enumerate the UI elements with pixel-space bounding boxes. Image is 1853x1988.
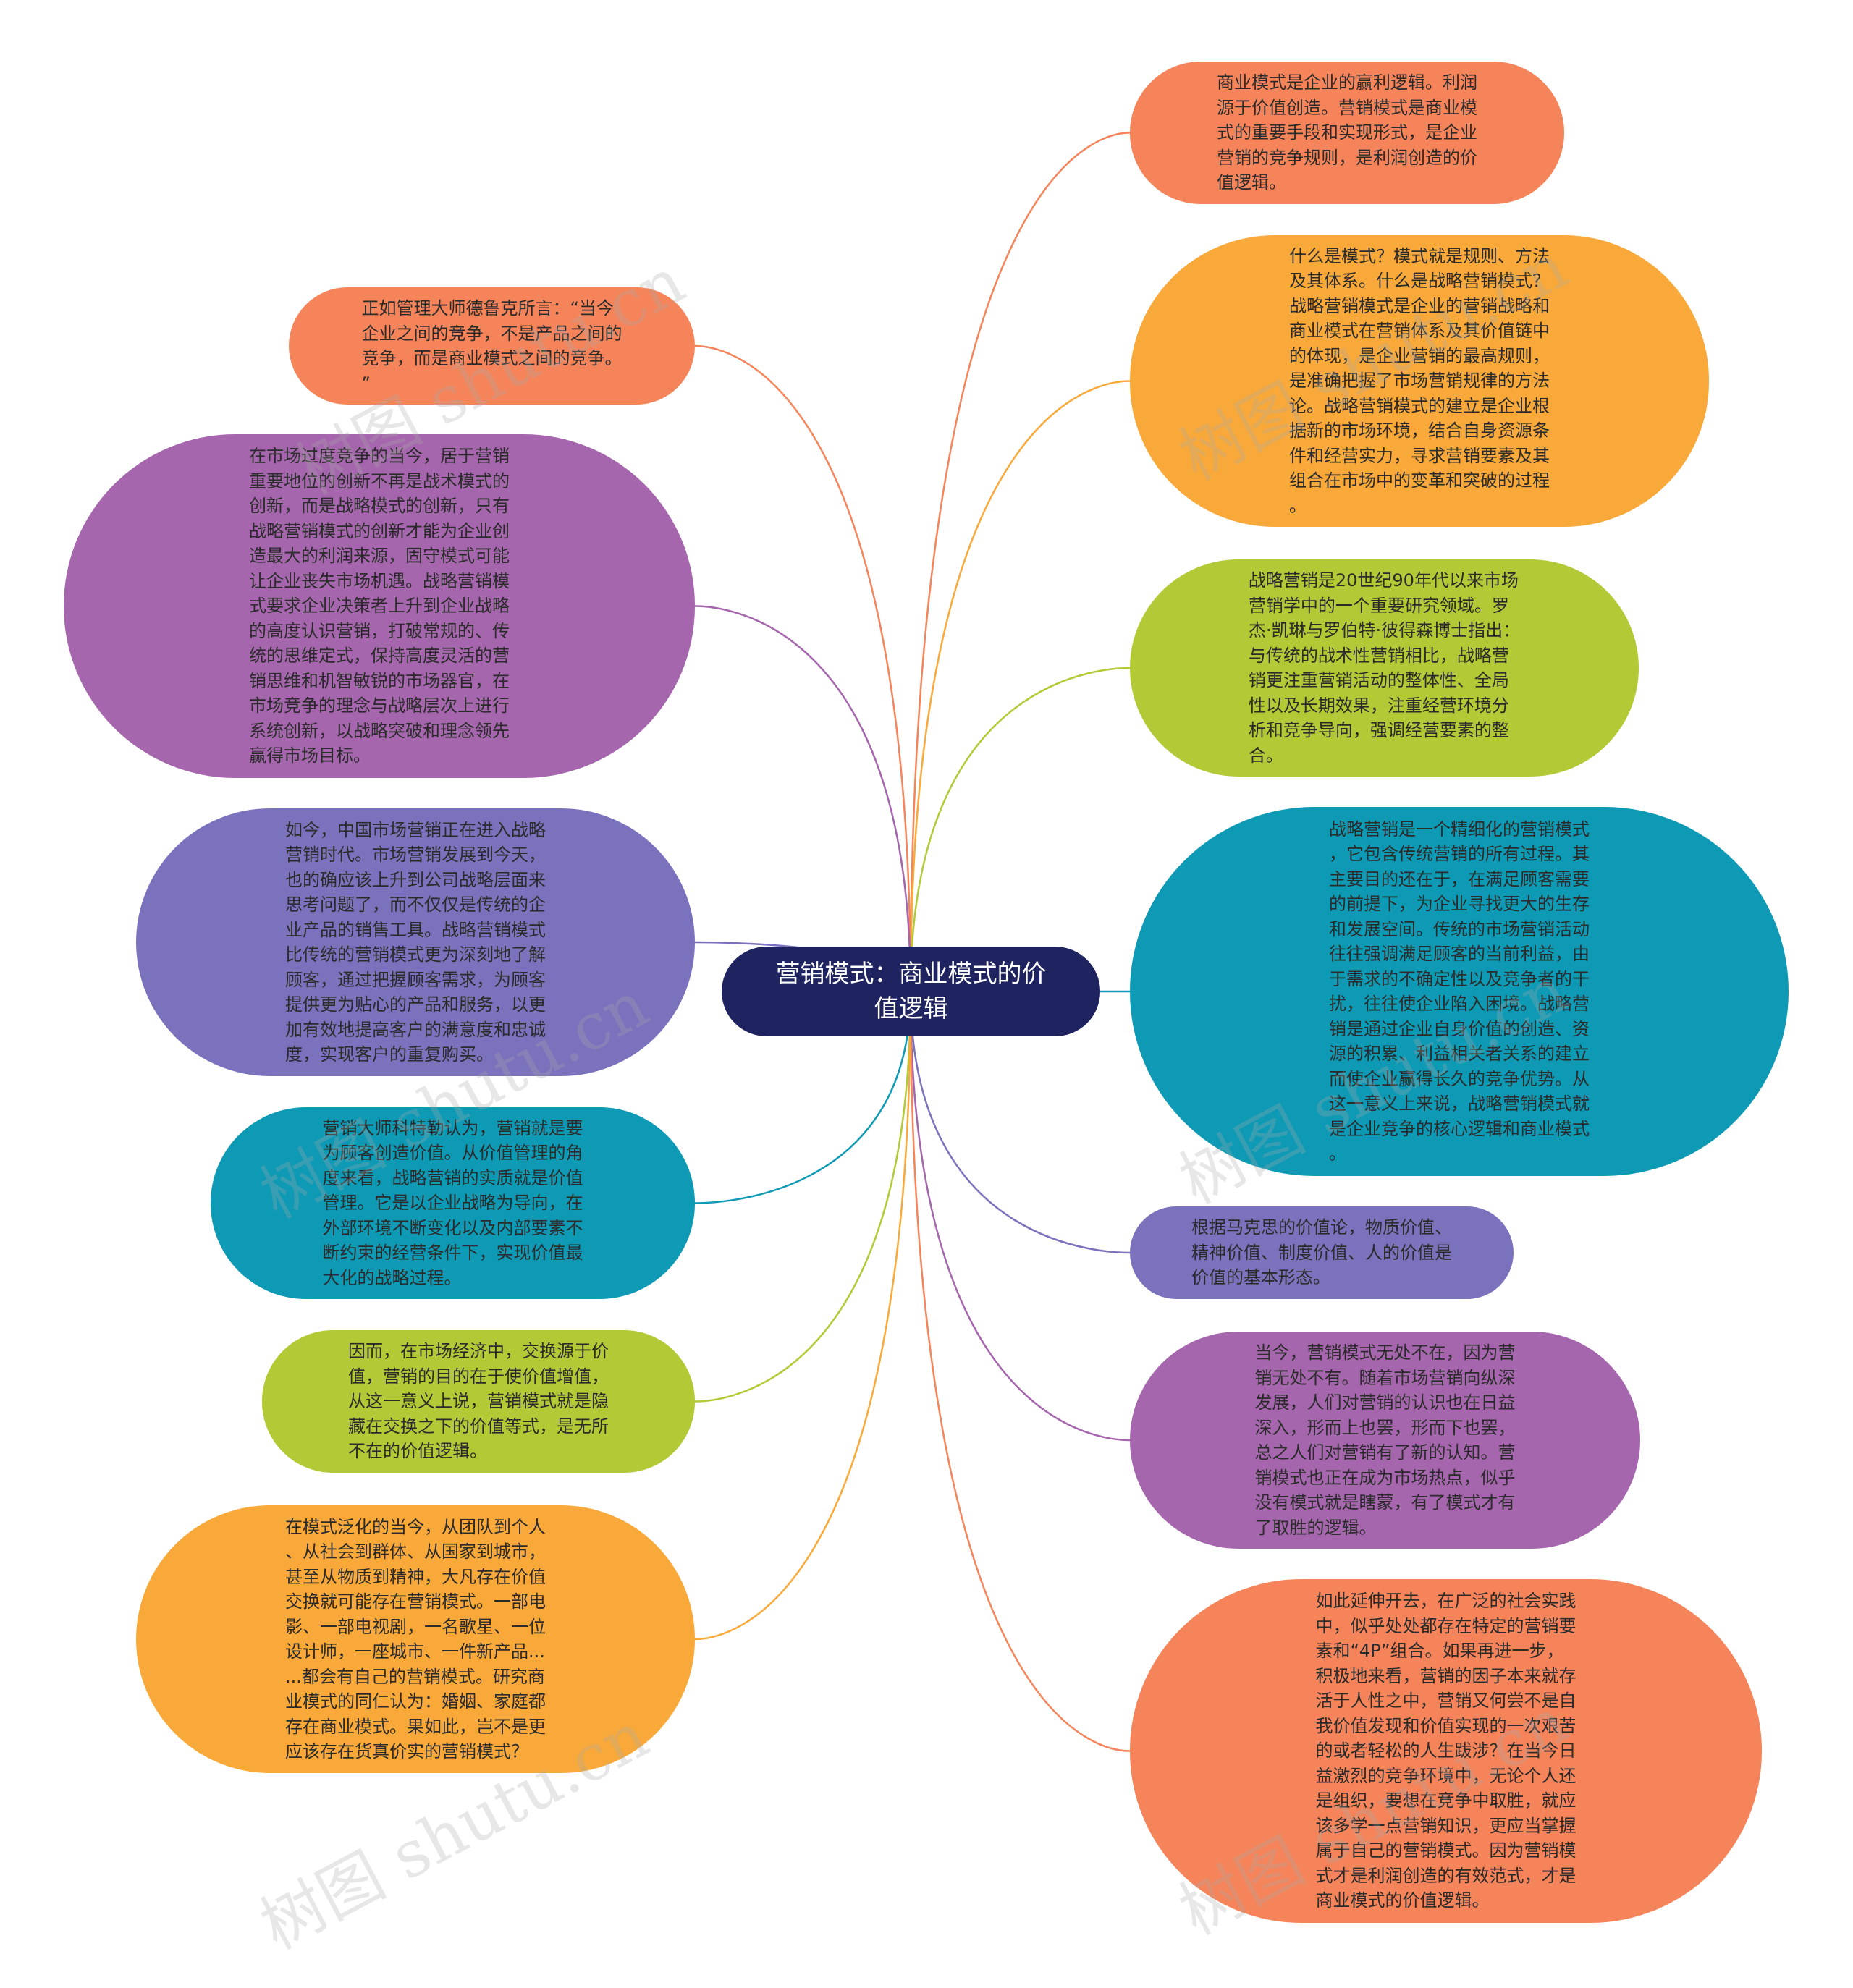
connector-r3 (909, 667, 1131, 992)
connector-l2 (694, 605, 912, 992)
topic-r7-text: 如此延伸开去，在广泛的社会实践 中，似乎处处都存在特定的营销要 素和“4P”组合… (1315, 1591, 1576, 1911)
topic-r4-text: 战略营销是一个精细化的营销模式 ，它包含传统营销的所有过程。其 主要目的还在于，… (1329, 819, 1590, 1164)
center-topic[interactable]: 营销模式：商业模式的价 值逻辑 (722, 947, 1100, 1036)
topic-r1[interactable]: 商业模式是企业的赢利逻辑。利润 源于价值创造。营销模式是商业模 式的重要手段和实… (1130, 62, 1564, 204)
topic-l4-text: 营销大师科特勒认为，营销就是要 为顾客创造价值。从价值管理的角 度来看，战略营销… (322, 1117, 583, 1288)
topic-r4[interactable]: 战略营销是一个精细化的营销模式 ，它包含传统营销的所有过程。其 主要目的还在于，… (1130, 807, 1789, 1176)
topic-l5[interactable]: 因而，在市场经济中，交换源于价 值，营销的目的在于使价值增值， 从这一意义上说，… (262, 1330, 695, 1473)
topic-r6[interactable]: 当今，营销模式无处不在，因为营 销无处不有。随着市场营销向纵深 发展，人们对营销… (1130, 1332, 1640, 1549)
connector-l4 (694, 991, 912, 1204)
topic-l3[interactable]: 如今，中国市场营销正在进入战略 营销时代。市场营销发展到今天， 也的确应该上升到… (136, 808, 695, 1076)
topic-r1-text: 商业模式是企业的赢利逻辑。利润 源于价值创造。营销模式是商业模 式的重要手段和实… (1217, 72, 1477, 193)
topic-l2[interactable]: 在市场过度竞争的当今，居于营销 重要地位的创新不再是战术模式的 创新，而是战略模… (64, 434, 695, 778)
topic-l2-text: 在市场过度竞争的当今，居于营销 重要地位的创新不再是战术模式的 创新，而是战略模… (249, 446, 510, 766)
topic-r3-text: 战略营销是20世纪90年代以来市场 营销学中的一个重要研究领域。罗 杰·凯琳与罗… (1248, 570, 1521, 766)
center-topic-text: 营销模式：商业模式的价 值逻辑 (775, 960, 1047, 1023)
topic-r7[interactable]: 如此延伸开去，在广泛的社会实践 中，似乎处处都存在特定的营销要 素和“4P”组合… (1130, 1579, 1762, 1923)
connector-r2 (909, 380, 1131, 992)
topic-r3[interactable]: 战略营销是20世纪90年代以来市场 营销学中的一个重要研究领域。罗 杰·凯琳与罗… (1130, 559, 1639, 777)
topic-l6[interactable]: 在模式泛化的当今，从团队到个人 、从社会到群体、从国家到城市， 甚至从物质到精神… (136, 1505, 695, 1773)
topic-r5-text: 根据马克思的价值论，物质价值、 精神价值、制度价值、人的价值是 价值的基本形态。 (1191, 1217, 1452, 1288)
connector-l1 (694, 344, 912, 992)
topic-l1-text: 正如管理大师德鲁克所言：“当今 企业之间的竞争，不是产品之间的 竞争，而是商业模… (361, 298, 622, 394)
topic-r2[interactable]: 什么是模式？模式就是规则、方法 及其体系。什么是战略营销模式？ 战略营销模式是企… (1130, 235, 1709, 527)
connector-r1 (909, 132, 1131, 992)
topic-l5-text: 因而，在市场经济中，交换源于价 值，营销的目的在于使价值增值， 从这一意义上说，… (348, 1341, 609, 1462)
topic-l3-text: 如今，中国市场营销正在进入战略 营销时代。市场营销发展到今天， 也的确应该上升到… (285, 819, 546, 1065)
connector-l6 (694, 991, 912, 1641)
topic-r5[interactable]: 根据马克思的价值论，物质价值、 精神价值、制度价值、人的价值是 价值的基本形态。 (1130, 1206, 1514, 1299)
connector-r5 (909, 991, 1131, 1254)
connector-r6 (909, 991, 1131, 1442)
topic-r2-text: 什么是模式？模式就是规则、方法 及其体系。什么是战略营销模式？ 战略营销模式是企… (1289, 245, 1550, 516)
connector-r7 (909, 991, 1131, 1752)
topic-l1[interactable]: 正如管理大师德鲁克所言：“当今 企业之间的竞争，不是产品之间的 竞争，而是商业模… (289, 287, 695, 405)
connector-l5 (694, 991, 912, 1403)
topic-l6-text: 在模式泛化的当今，从团队到个人 、从社会到群体、从国家到城市， 甚至从物质到精神… (285, 1516, 546, 1762)
topic-r6-text: 当今，营销模式无处不在，因为营 销无处不有。随着市场营销向纵深 发展，人们对营销… (1254, 1342, 1516, 1538)
topic-l4[interactable]: 营销大师科特勒认为，营销就是要 为顾客创造价值。从价值管理的角 度来看，战略营销… (211, 1107, 695, 1299)
